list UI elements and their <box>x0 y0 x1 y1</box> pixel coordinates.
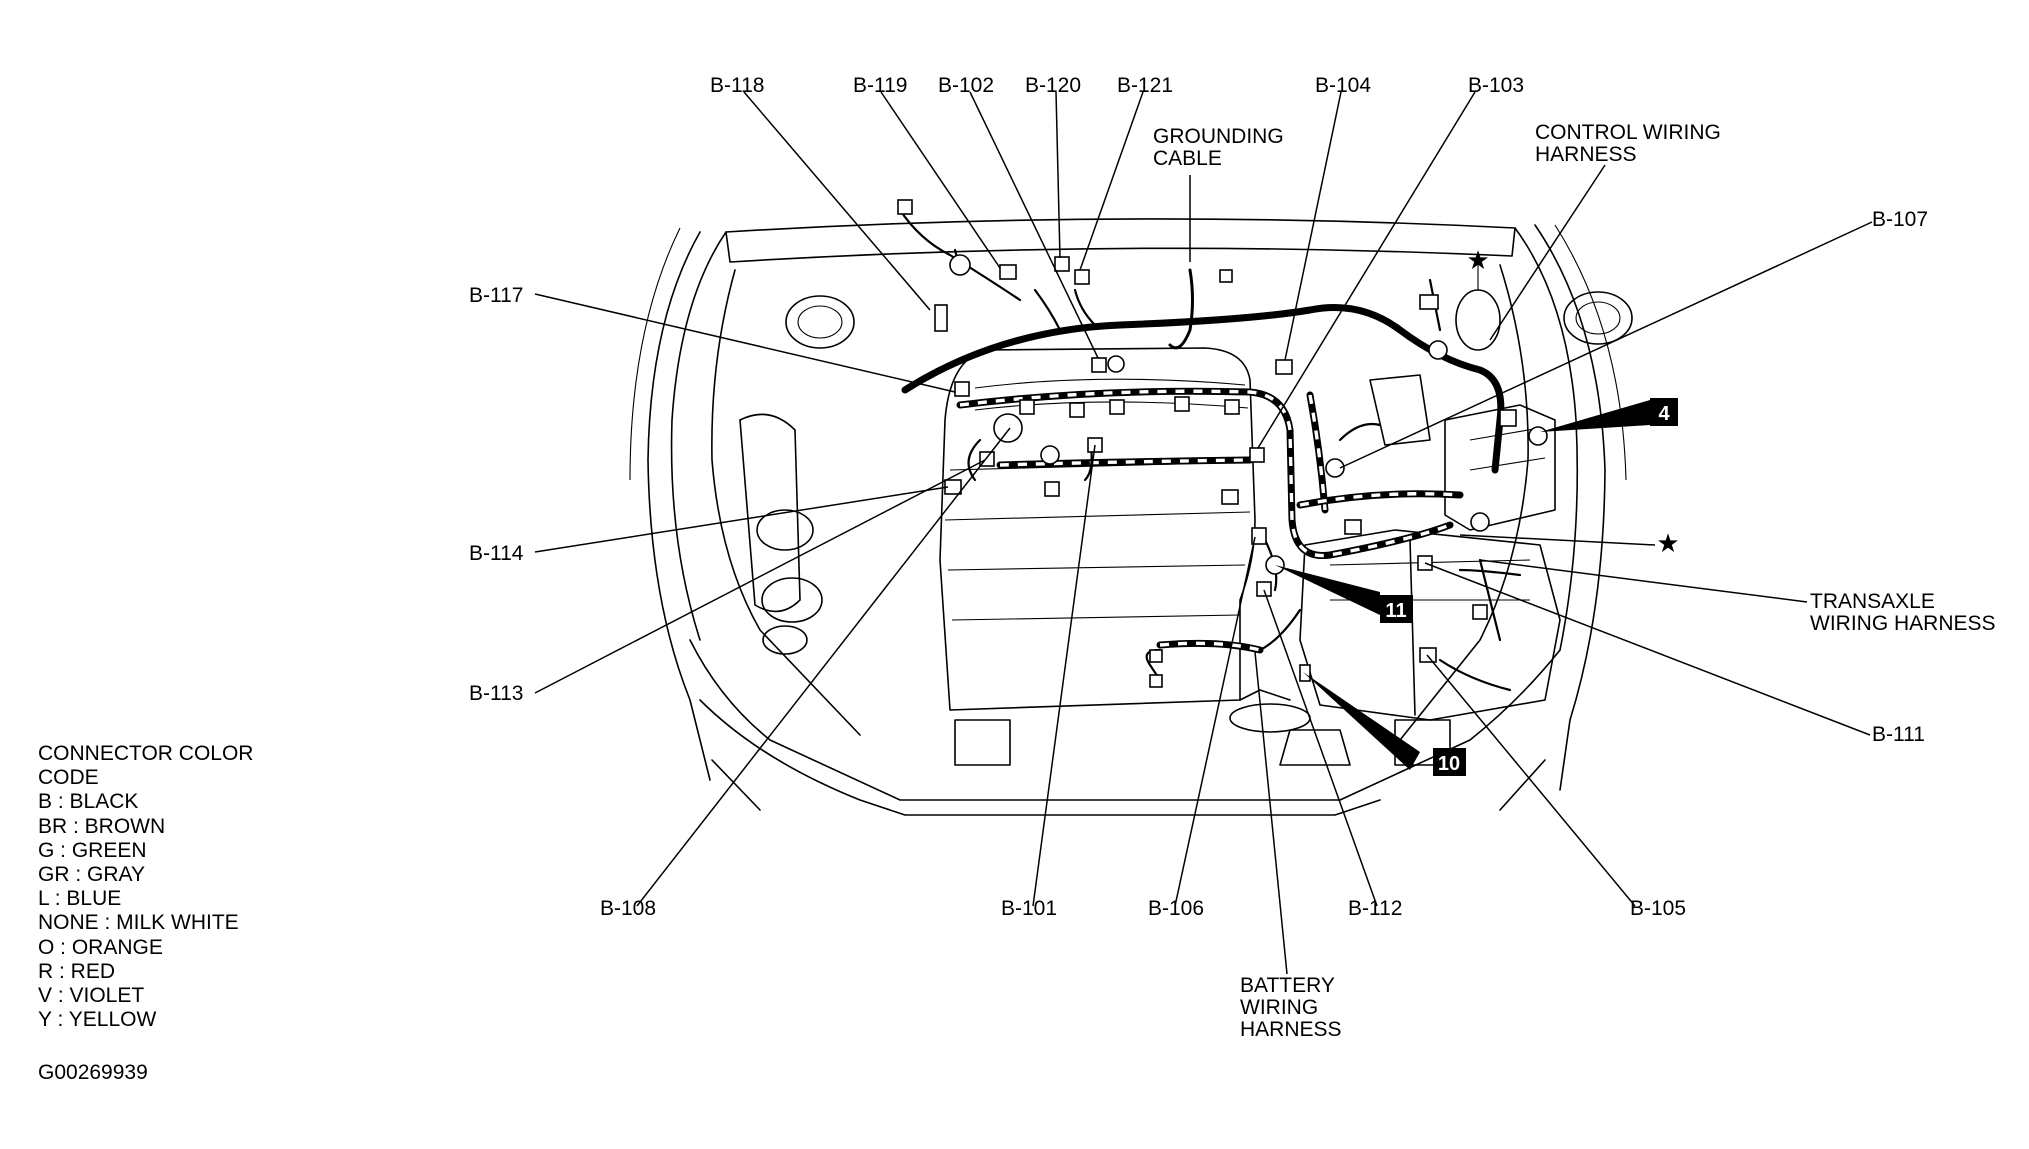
svg-text:4: 4 <box>1658 403 1670 425</box>
legend-item: O : ORANGE <box>38 935 163 959</box>
legend-item: R : RED <box>38 959 116 983</box>
leader-lines <box>534 91 1873 975</box>
label-b104: B-104 <box>1315 74 1371 97</box>
label-battery-harness-3: HARNESS <box>1240 1018 1342 1041</box>
legend-item: BR : BROWN <box>38 814 166 838</box>
label-b105: B-105 <box>1630 897 1686 920</box>
label-control-harness-2: HARNESS <box>1535 143 1637 166</box>
figure-id: G00269939 <box>38 1061 148 1084</box>
label-b112: B-112 <box>1348 897 1402 920</box>
label-battery-harness-1: BATTERY <box>1240 974 1335 997</box>
badge-11: 11 <box>1380 595 1413 623</box>
label-transaxle-harness-2: WIRING HARNESS <box>1810 612 1996 635</box>
label-b114: B-114 <box>469 542 524 565</box>
reference-badges: 4 11 10 <box>1380 398 1678 776</box>
label-b102: B-102 <box>938 74 994 97</box>
svg-text:11: 11 <box>1385 600 1406 622</box>
label-grounding-cable-2: CABLE <box>1153 147 1222 170</box>
star-icon: ★ <box>1466 245 1489 275</box>
label-transaxle-harness-1: TRANSAXLE <box>1810 590 1935 613</box>
legend-item: NONE : MILK WHITE <box>38 911 239 935</box>
legend-item: B : BLACK <box>38 790 139 814</box>
svg-text:10: 10 <box>1438 753 1460 775</box>
label-b119: B-119 <box>853 74 907 97</box>
star-markers: ★ ★ <box>1466 245 1679 558</box>
callout-labels: B-118 B-119 B-102 B-120 B-121 GROUNDING … <box>469 74 1996 1041</box>
label-b118: B-118 <box>710 74 764 97</box>
label-b120: B-120 <box>1025 74 1081 97</box>
legend-title-line2: CODE <box>38 766 99 790</box>
label-b106: B-106 <box>1148 897 1204 920</box>
star-icon: ★ <box>1656 528 1679 558</box>
label-b117: B-117 <box>469 284 523 307</box>
legend-item: V : VIOLET <box>38 984 145 1008</box>
label-battery-harness-2: WIRING <box>1240 996 1318 1019</box>
label-b111: B-111 <box>1872 723 1925 746</box>
label-control-harness-1: CONTROL WIRING <box>1535 121 1721 144</box>
label-b108: B-108 <box>600 897 656 920</box>
legend-item: G : GREEN <box>38 838 147 862</box>
label-grounding-cable-1: GROUNDING <box>1153 125 1284 148</box>
badge-10: 10 <box>1433 748 1466 776</box>
legend-item: GR : GRAY <box>38 863 145 887</box>
label-b103: B-103 <box>1468 74 1524 97</box>
label-b101: B-101 <box>1001 897 1057 920</box>
legend-item: Y : YELLOW <box>38 1008 157 1032</box>
legend-item: L : BLUE <box>38 887 122 911</box>
harness-lines <box>898 208 1522 692</box>
legend-title: CONNECTOR COLOR <box>38 742 254 765</box>
badge-4: 4 <box>1650 398 1678 426</box>
label-b121: B-121 <box>1117 74 1173 97</box>
label-b107: B-107 <box>1872 208 1928 231</box>
connector-color-legend: CONNECTOR COLOR CODE B : BLACK BR : BROW… <box>38 742 253 1032</box>
connectors <box>897 199 1548 688</box>
label-b113: B-113 <box>469 682 523 705</box>
